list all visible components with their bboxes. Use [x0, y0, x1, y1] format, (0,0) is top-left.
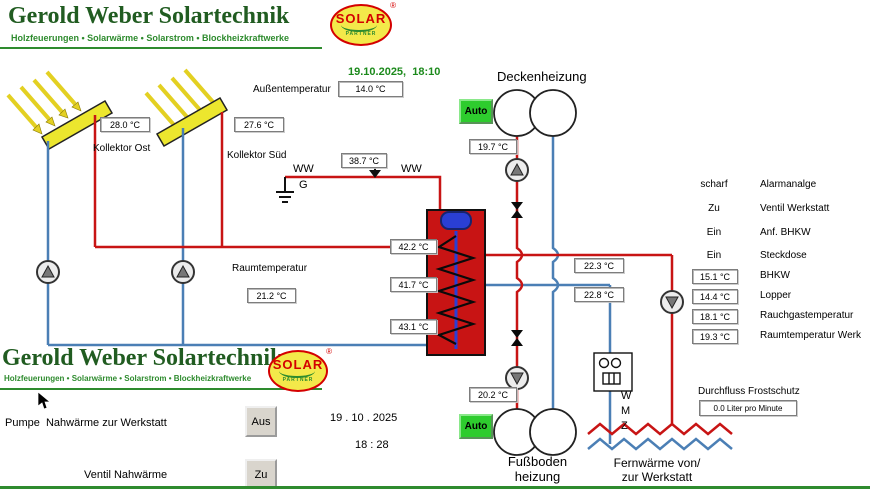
- status-value-ventil-werkstatt: Zu: [708, 203, 720, 214]
- outside-temp-label: Außentemperatur: [253, 84, 331, 95]
- badge-partner-text: PARTNER: [282, 377, 314, 383]
- ww-temp-value: 38.7 °C: [341, 153, 387, 168]
- supply-temp-value: 22.3 °C: [574, 258, 624, 273]
- tank-temp-bottom: 43.1 °C: [390, 319, 437, 334]
- valve-floor-icon: [511, 330, 523, 346]
- badge-partner-text: PARTNER: [345, 31, 377, 37]
- badge-swoosh-icon: [341, 18, 377, 32]
- ceiling-auto-button[interactable]: Auto: [459, 99, 493, 124]
- badge-registered-mark: ®: [326, 347, 332, 356]
- status-label-steckdose: Steckdose: [760, 250, 807, 261]
- ground-symbol-icon: [276, 177, 294, 203]
- collector-south-panel: [155, 96, 229, 148]
- temp-value-bhkw: 15.1 °C: [692, 269, 738, 284]
- logo-rule-top: [0, 47, 322, 49]
- bottom-rule: [0, 486, 870, 489]
- pump-collector-east-icon: [36, 260, 60, 284]
- logo-rule-bottom: [0, 388, 322, 390]
- return-temp-value: 22.8 °C: [574, 287, 624, 302]
- ventil-nahwaerme-label: Ventil Nahwärme: [84, 469, 168, 481]
- ceiling-heating-symbol: [493, 89, 577, 137]
- flow-frost-value: 0.0 Liter pro Minute: [699, 400, 797, 416]
- floor-heating-label-line2: heizung: [514, 469, 561, 484]
- pump-ceiling-icon: [505, 158, 529, 182]
- logo-subtitle-top: Holzfeuerungen • Solarwärme • Solarstrom…: [11, 33, 290, 43]
- room-temp-label: Raumtemperatur: [232, 263, 308, 274]
- wmz-letter-m: M: [621, 405, 631, 417]
- ventil-nahwaerme-button[interactable]: Zu: [245, 459, 277, 489]
- badge-swoosh-icon: [279, 364, 315, 378]
- status-label-alarm: Alarmanalge: [760, 179, 817, 190]
- heat-meter-wmz-icon: [593, 352, 633, 392]
- sun-rays-east-icon: [6, 70, 82, 135]
- tank-temp-mid: 41.7 °C: [390, 277, 437, 292]
- temp-label-rauchgas: Rauchgastemperatur: [760, 310, 854, 321]
- logo-title-top: Gerold Weber Solartechnik: [8, 3, 290, 29]
- date-display: 19 . 10 . 2025: [330, 412, 398, 424]
- badge-registered-mark: ®: [390, 1, 396, 10]
- collector-south-temp: 27.6 °C: [234, 117, 284, 132]
- room-temp-value: 21.2 °C: [247, 288, 296, 303]
- datetime-display: 19.10.2025, 18:10: [348, 66, 441, 78]
- ceiling-temp-value: 19.7 °C: [469, 139, 517, 154]
- solar-partner-badge-top: SOLAR PARTNER ®: [330, 1, 396, 46]
- pump-nahwaerme-label: Pumpe Nahwärme zur Werkstatt: [5, 417, 167, 429]
- flow-frost-label: Durchfluss Frostschutz: [698, 386, 800, 397]
- logo-title-bottom: Gerold Weber Solartechnik: [2, 345, 284, 371]
- collector-east-temp: 28.0 °C: [100, 117, 150, 132]
- status-value-steckdose: Ein: [706, 250, 722, 261]
- time-display: 18 : 28: [355, 439, 389, 451]
- temp-value-lopper: 14.4 °C: [692, 289, 738, 304]
- status-value-alarm: scharf: [700, 179, 728, 190]
- temp-value-raum-werkstatt: 19.3 °C: [692, 329, 738, 344]
- ww-label-right: WW: [401, 163, 422, 175]
- status-label-anf-bhkw: Anf. BHKW: [760, 227, 811, 238]
- collector-south-label: Kollektor Süd: [227, 150, 287, 161]
- sun-rays-south-icon: [144, 68, 220, 132]
- solar-partner-badge-bottom: SOLAR PARTNER ®: [268, 347, 332, 392]
- temp-label-lopper: Lopper: [760, 290, 792, 301]
- pump-floor-icon: [505, 366, 529, 390]
- mouse-cursor-icon: [37, 391, 51, 410]
- ww-label-left: WW: [293, 163, 314, 175]
- hot-pipes: [93, 112, 733, 436]
- pump-collector-south-icon: [171, 260, 195, 284]
- wmz-letter-z: Z: [621, 420, 628, 432]
- floor-temp-value: 20.2 °C: [469, 387, 517, 402]
- district-heat-label-line1: Fernwärme von/: [613, 456, 701, 470]
- temp-label-bhkw: BHKW: [760, 270, 790, 281]
- floor-auto-button[interactable]: Auto: [459, 414, 493, 439]
- floor-heating-symbol: [493, 408, 577, 456]
- ceiling-heating-label: Deckenheizung: [497, 69, 587, 84]
- district-heat-label-line2: zur Werkstatt: [621, 470, 693, 484]
- tank-temp-top: 42.2 °C: [390, 239, 437, 254]
- temp-label-raum-werkstatt: Raumtemperatur Werk: [760, 330, 861, 341]
- valve-ceiling-icon: [511, 202, 523, 218]
- pump-workshop-icon: [660, 290, 684, 314]
- logo-subtitle-bottom: Holzfeuerungen • Solarwärme • Solarstrom…: [4, 374, 252, 383]
- status-label-ventil-werkstatt: Ventil Werkstatt: [760, 203, 830, 214]
- status-value-anf-bhkw: Ein: [706, 227, 722, 238]
- collector-east-label: Kollektor Ost: [93, 143, 151, 154]
- wmz-letter-w: W: [621, 390, 632, 402]
- ww-g-label: G: [299, 179, 308, 191]
- pump-nahwaerme-button[interactable]: Aus: [245, 406, 277, 437]
- temp-value-rauchgas: 18.1 °C: [692, 309, 738, 324]
- floor-heating-label-line1: Fußboden: [507, 454, 568, 469]
- outside-temp-value: 14.0 °C: [338, 81, 403, 97]
